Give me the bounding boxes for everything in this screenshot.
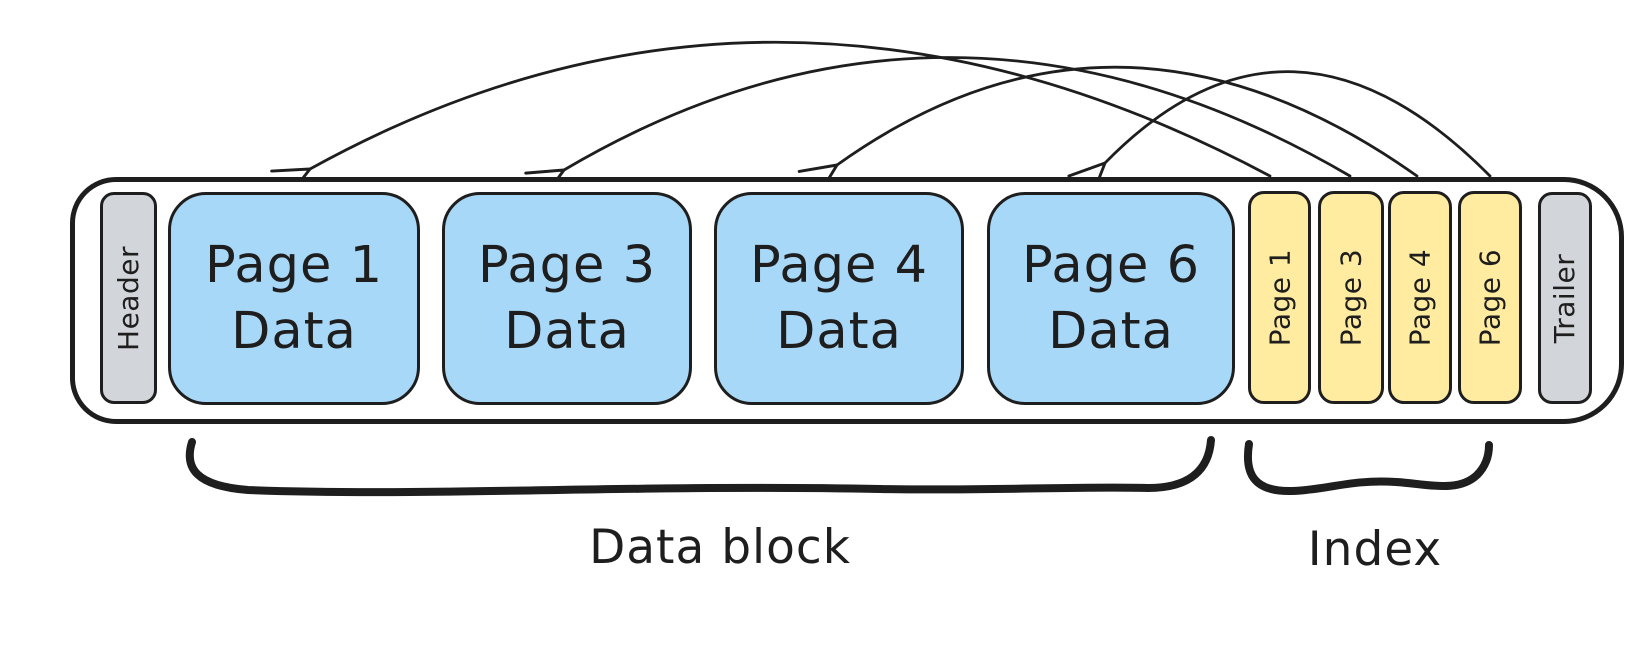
brace-data-block [185, 436, 1215, 497]
index-entry-label: Page 4 [1403, 248, 1437, 347]
data-page-6: Page 6 Data [987, 192, 1235, 405]
arrow-index6-to-page6-data [1067, 70, 1492, 202]
data-page-subtitle: Data [776, 301, 902, 361]
index-entry-page-3: Page 3 [1318, 191, 1384, 404]
data-page-4: Page 4 Data [714, 192, 964, 405]
data-page-subtitle: Data [504, 301, 630, 361]
caption-index: Index [1307, 522, 1443, 577]
arrow-index1-to-page1-data [270, 40, 1272, 202]
index-entry-label: Page 3 [1334, 248, 1368, 347]
trailer-label: Trailer [1548, 253, 1582, 343]
header-block: Header [100, 192, 157, 404]
data-page-title: Page 4 [749, 235, 929, 295]
index-entry-label: Page 1 [1263, 248, 1296, 347]
data-page-subtitle: Data [1048, 301, 1174, 361]
data-page-subtitle: Data [231, 301, 357, 361]
data-page-1: Page 1 Data [168, 192, 420, 405]
index-entry-page-6: Page 6 [1458, 191, 1522, 404]
caption-data-block: Data block [589, 520, 851, 575]
data-page-3: Page 3 Data [442, 192, 692, 405]
data-page-title: Page 1 [204, 235, 384, 295]
header-label: Header [112, 245, 146, 351]
trailer-block: Trailer [1538, 192, 1592, 404]
index-entry-page-1: Page 1 [1248, 191, 1311, 404]
data-page-title: Page 3 [477, 235, 657, 295]
arrow-index3-to-page3-data [524, 56, 1352, 204]
data-page-title: Page 6 [1021, 235, 1201, 295]
arrow-index4-to-page4-data [797, 65, 1419, 201]
brace-index [1244, 440, 1493, 496]
index-entry-label: Page 6 [1473, 248, 1507, 347]
index-entry-page-4: Page 4 [1388, 191, 1452, 404]
